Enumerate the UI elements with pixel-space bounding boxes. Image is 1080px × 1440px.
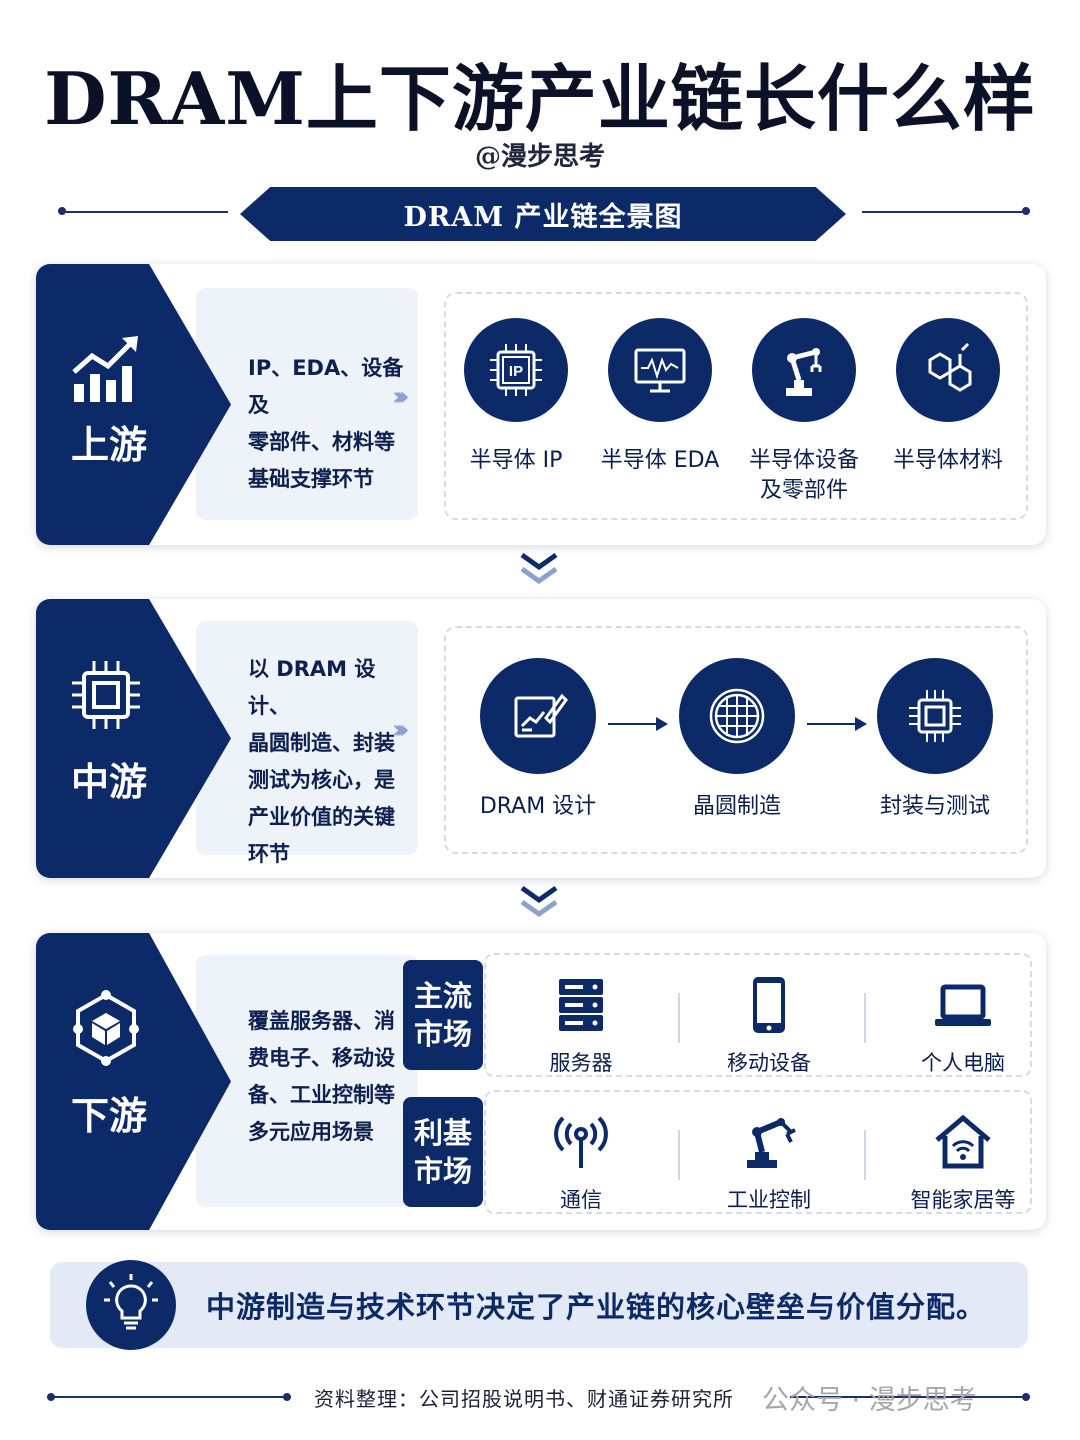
downstream-description: 覆盖服务器、消 费电子、移动设 备、工业控制等 多元应用场景: [196, 955, 418, 1207]
phone-icon: [753, 977, 785, 1033]
chevron-down-icon: [520, 552, 558, 585]
chevron-right-icon: ››››: [392, 715, 409, 745]
upstream-item-label: 半导体材料: [892, 448, 1003, 473]
watermark: 公众号 · 漫步思考: [762, 1385, 977, 1416]
footer-left-line: [51, 1396, 287, 1398]
midstream-item-label: DRAM 设计: [479, 794, 597, 819]
conclusion-callout: [50, 1262, 1028, 1348]
upstream-items-box: IP 半导体 IP 半导体 EDA 半导体设备 及零部件 半导体材料: [444, 292, 1028, 520]
footer-right-dot: [1022, 1393, 1030, 1401]
market-tag-line: 利基: [413, 1116, 472, 1150]
conclusion-text: 中游制造与技术环节决定了产业链的核心壁垒与价值分配。: [206, 1290, 987, 1324]
market-tag-line: 市场: [413, 1017, 472, 1051]
upstream-desc-line: 基础支撑环节: [248, 467, 374, 491]
midstream-label: 中游: [70, 760, 147, 804]
chip-icon: [877, 658, 993, 774]
upstream-desc-line: 零部件、材料等: [248, 430, 395, 454]
banner-left-line: [60, 211, 228, 213]
upstream-item-label: 半导体 IP: [469, 448, 563, 473]
banner-right-line: [862, 211, 1026, 213]
niche-market-tag: 利基市场: [403, 1097, 483, 1207]
midstream-card: 以 DRAM 设计、 晶圆制造、封装 测试为核心，是 产业价值的关键 环节 中游…: [36, 599, 1046, 878]
midstream-desc-line: 晶圆制造、封装: [248, 731, 395, 755]
laptop-icon: [935, 984, 991, 1026]
downstream-label: 下游: [70, 1094, 147, 1138]
divider: [678, 1130, 680, 1180]
market-item-industrial: 工业控制: [684, 1112, 854, 1214]
market-item-server: 服务器: [496, 975, 666, 1077]
market-item-mobile: 移动设备: [684, 975, 854, 1077]
market-item-pc: 个人电脑: [878, 975, 1046, 1077]
robot-arm-icon: [752, 318, 856, 422]
divider: [864, 1130, 866, 1180]
page-title: DRAM上下游产业链长什么样: [44, 56, 1036, 141]
upstream-description: IP、EDA、设备及 零部件、材料等 基础支撑环节: [196, 288, 418, 520]
upstream-card: IP、EDA、设备及 零部件、材料等 基础支撑环节 上游 ›››› IP 半导体…: [36, 264, 1046, 545]
smart-home-icon: [935, 1114, 991, 1169]
market-item-smart-home: 智能家居等: [878, 1112, 1046, 1214]
midstream-item-label: 封装与测试: [879, 794, 990, 819]
molecule-icon: [896, 318, 1000, 422]
svg-text:IP: IP: [509, 363, 523, 380]
antenna-icon: [554, 1116, 608, 1168]
upstream-desc-line: IP、EDA、设备及: [248, 356, 404, 417]
divider: [678, 993, 680, 1043]
downstream-desc-line: 费电子、移动设: [248, 1046, 395, 1070]
wafer-icon: [679, 658, 795, 774]
market-tag-line: 市场: [413, 1154, 472, 1188]
ip-chip-icon: IP: [464, 318, 568, 422]
market-item-telecom: 通信: [496, 1112, 666, 1214]
upstream-label: 上游: [70, 423, 147, 467]
footer-mid-dot: [283, 1393, 291, 1401]
chevron-down-icon: [520, 885, 558, 918]
midstream-description: 以 DRAM 设计、 晶圆制造、封装 测试为核心，是 产业价值的关键 环节: [196, 621, 418, 866]
upstream-item-label-line2: 及零部件: [759, 478, 848, 503]
midstream-items-box: DRAM 设计 晶圆制造 封装与测试: [444, 626, 1028, 854]
growth-chart-icon: [72, 336, 138, 402]
market-tag-line: 主流: [413, 979, 472, 1013]
niche-market-row: 通信 工业控制 智能家居等: [484, 1090, 1032, 1214]
banner-right-dot: [1022, 207, 1030, 215]
downstream-card: 覆盖服务器、消 费电子、移动设 备、工业控制等 多元应用场景 下游 主流市场 服…: [36, 933, 1046, 1230]
monitor-waveform-icon: [608, 318, 712, 422]
divider: [864, 993, 866, 1043]
downstream-desc-line: 备、工业控制等: [248, 1083, 395, 1107]
design-pen-icon: [480, 658, 596, 774]
upstream-item-label: 半导体 EDA: [600, 448, 720, 473]
upstream-item-label-line1: 半导体设备: [748, 448, 859, 473]
flow-arrow: [608, 717, 668, 731]
author-credit: @漫步思考: [474, 142, 605, 172]
market-item-label: 通信: [560, 1188, 602, 1212]
mainstream-market-row: 服务器 移动设备 个人电脑: [484, 953, 1032, 1077]
server-icon: [559, 979, 603, 1031]
market-item-label: 服务器: [549, 1051, 613, 1075]
midstream-desc-line: 测试为核心，是: [248, 768, 395, 792]
midstream-desc-line: 以 DRAM 设计、: [248, 657, 376, 718]
market-item-label: 智能家居等: [910, 1188, 1016, 1212]
robot-arm-icon: [747, 1118, 796, 1168]
upstream-item-label: 半导体设备 及零部件: [729, 446, 879, 506]
source-note: 资料整理：公司招股说明书、财通证券研究所: [314, 1387, 734, 1411]
lightbulb-icon: [86, 1260, 176, 1350]
chevron-right-icon: ››››: [392, 382, 409, 412]
downstream-desc-line: 多元应用场景: [248, 1120, 374, 1144]
market-item-label: 工业控制: [727, 1188, 811, 1212]
midstream-desc-line: 环节: [248, 842, 290, 866]
midstream-desc-line: 产业价值的关键: [248, 805, 395, 829]
downstream-desc-line: 覆盖服务器、消: [248, 1009, 395, 1033]
market-item-label: 个人电脑: [921, 1051, 1005, 1075]
mainstream-market-tag: 主流市场: [403, 960, 483, 1070]
cube-network-icon: [73, 990, 139, 1066]
section-banner: DRAM 产业链全景图: [240, 187, 846, 241]
footer-right-line: [790, 1396, 1026, 1398]
market-item-label: 移动设备: [727, 1051, 811, 1075]
chip-icon: [72, 661, 140, 729]
flow-arrow: [807, 717, 867, 731]
midstream-item-label: 晶圆制造: [692, 794, 781, 819]
